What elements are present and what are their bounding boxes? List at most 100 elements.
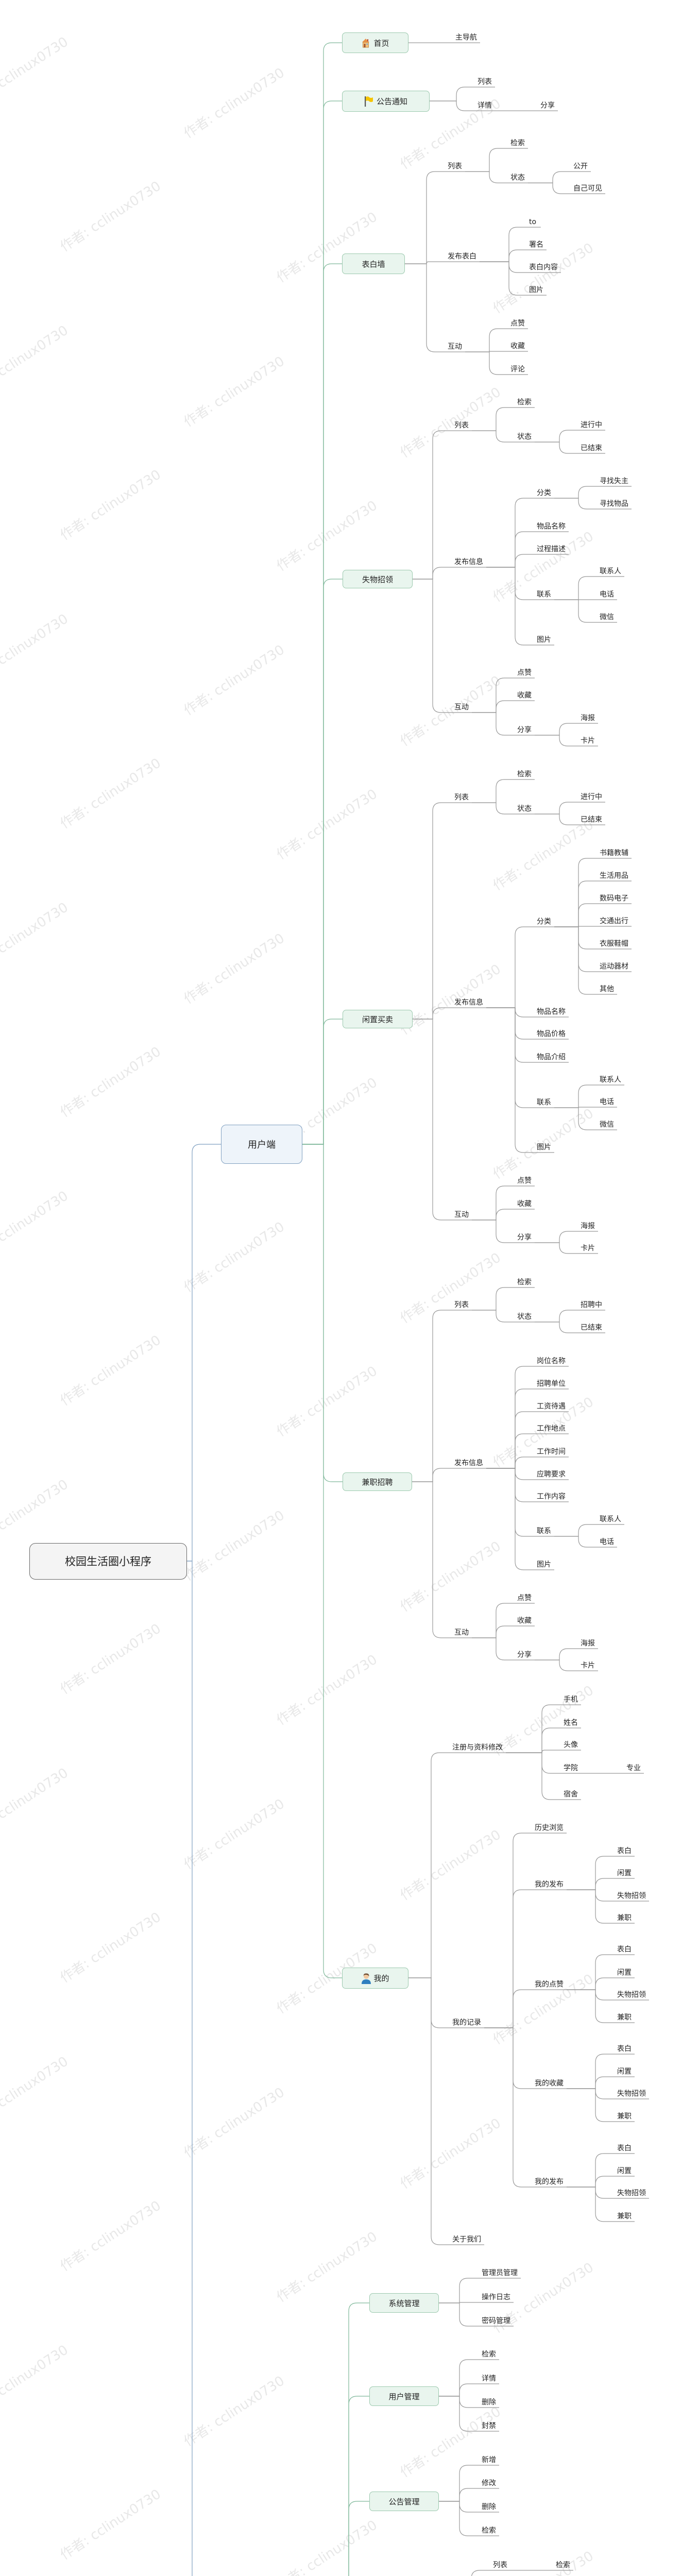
subtopic-mindmap-root-children-0-children-4-children-1[interactable]: 发布信息 — [454, 998, 483, 1007]
subtopic-mindmap-root-children-0-children-5-children-2-children-1[interactable]: 收藏 — [517, 1617, 532, 1625]
subtopic-mindmap-root-children-0-children-4-children-1-children-0-children-0[interactable]: 书籍教辅 — [600, 849, 628, 857]
subtopic-mindmap-root-children-0-children-6-children-1-children-2-children-0[interactable]: 表白 — [617, 1945, 632, 1954]
subtopic-mindmap-root-children-0-children-6-children-0[interactable]: 注册与资料修改 — [452, 1743, 503, 1752]
topic-mindmap-root-children-0-children-0[interactable]: 首页 — [342, 32, 408, 53]
topic-mindmap-root-children-0-children-3[interactable]: 失物招领 — [343, 570, 413, 588]
subtopic-mindmap-root-children-0-children-3-children-2[interactable]: 互动 — [454, 703, 469, 711]
subtopic-mindmap-root-children-0-children-3-children-0-children-1[interactable]: 状态 — [517, 433, 532, 441]
subtopic-mindmap-root-children-0-children-4-children-1-children-4-children-1[interactable]: 电话 — [600, 1098, 614, 1106]
subtopic-mindmap-root-children-0-children-6-children-1-children-4-children-3[interactable]: 兼职 — [617, 2212, 632, 2221]
subtopic-mindmap-root-children-0-children-5-children-2-children-2-children-1[interactable]: 卡片 — [581, 1662, 595, 1670]
subtopic-mindmap-root-children-0-children-4-children-1-children-2[interactable]: 物品价格 — [537, 1030, 566, 1038]
subtopic-mindmap-root-children-0-children-3-children-2-children-2-children-0[interactable]: 海报 — [581, 714, 595, 722]
subtopic-mindmap-root-children-0-children-3-children-0-children-1-children-1[interactable]: 已结束 — [581, 444, 602, 452]
subtopic-mindmap-root-children-0-children-3-children-2-children-0[interactable]: 点赞 — [517, 669, 532, 677]
subtopic-mindmap-root-children-0-children-5-children-1-children-4[interactable]: 工作时间 — [537, 1448, 566, 1456]
subtopic-mindmap-root-children-0-children-5-children-1-children-7[interactable]: 联系 — [537, 1527, 551, 1535]
subtopic-mindmap-root-children-0-children-6-children-0-children-1[interactable]: 姓名 — [564, 1719, 578, 1727]
subtopic-mindmap-root-children-1-children-2-children-1[interactable]: 修改 — [482, 2479, 496, 2487]
subtopic-mindmap-root-children-1-children-1-children-1[interactable]: 详情 — [482, 2375, 496, 2383]
subtopic-mindmap-root-children-0-children-6-children-1-children-4-children-0[interactable]: 表白 — [617, 2144, 632, 2153]
subtopic-mindmap-root-children-0-children-4-children-2-children-0[interactable]: 点赞 — [517, 1177, 532, 1185]
subtopic-mindmap-root-children-0-children-5-children-2-children-2[interactable]: 分享 — [517, 1651, 532, 1659]
subtopic-mindmap-root-children-1-children-1-children-3[interactable]: 封禁 — [482, 2422, 496, 2430]
subtopic-mindmap-root-children-0-children-4-children-1-children-4-children-0[interactable]: 联系人 — [600, 1076, 621, 1084]
subtopic-mindmap-root-children-0-children-5-children-0[interactable]: 列表 — [454, 1301, 469, 1309]
subtopic-mindmap-root-children-0-children-6-children-1-children-1[interactable]: 我的发布 — [535, 1880, 564, 1889]
subtopic-mindmap-root-children-0-children-4-children-0-children-1-children-0[interactable]: 进行中 — [581, 793, 602, 801]
subtopic-mindmap-root-children-0-children-2-children-2[interactable]: 互动 — [448, 343, 462, 351]
subtopic-mindmap-root-children-0-children-4-children-0-children-1-children-1[interactable]: 已结束 — [581, 816, 602, 824]
subtopic-mindmap-root-children-0-children-5-children-1-children-5[interactable]: 应聘要求 — [537, 1470, 566, 1479]
subtopic-mindmap-root-children-1-children-1-children-2[interactable]: 删除 — [482, 2398, 496, 2406]
subtopic-mindmap-root-children-0-children-3-children-1-children-3-children-1[interactable]: 电话 — [600, 590, 614, 599]
topic-mindmap-root-children-0[interactable]: 用户端 — [221, 1125, 302, 1164]
subtopic-mindmap-root-children-0-children-3-children-1-children-0-children-0[interactable]: 寻找失主 — [600, 477, 628, 485]
subtopic-mindmap-root-children-0-children-6-children-1-children-2[interactable]: 我的点赞 — [535, 1980, 564, 1989]
subtopic-mindmap-root-children-0-children-2-children-2-children-2[interactable]: 评论 — [510, 365, 525, 374]
subtopic-mindmap-root-children-0-children-3-children-0-children-1-children-0[interactable]: 进行中 — [581, 421, 602, 429]
subtopic-mindmap-root-children-0-children-6-children-1-children-2-children-3[interactable]: 兼职 — [617, 2013, 632, 2022]
subtopic-mindmap-root-children-0-children-3-children-1-children-4[interactable]: 图片 — [537, 636, 551, 644]
subtopic-mindmap-root-children-0-children-6-children-2[interactable]: 关于我们 — [452, 2235, 481, 2244]
subtopic-mindmap-root-children-0-children-4-children-1-children-0-children-2[interactable]: 数码电子 — [600, 894, 628, 903]
subtopic-mindmap-root-children-0-children-4-children-1-children-4[interactable]: 联系 — [537, 1098, 551, 1107]
subtopic-mindmap-root-children-0-children-4-children-0-children-0[interactable]: 检索 — [517, 770, 532, 778]
subtopic-mindmap-root-children-0-children-4-children-0-children-1[interactable]: 状态 — [517, 805, 532, 813]
topic-mindmap-root-children-0-children-1[interactable]: 公告通知 — [342, 90, 430, 112]
subtopic-mindmap-root-children-0-children-6-children-1-children-1-children-0[interactable]: 表白 — [617, 1847, 632, 1855]
topic-mindmap-root-children-0-children-4[interactable]: 闲置买卖 — [343, 1010, 413, 1028]
subtopic-mindmap-root-children-0-children-5-children-0-children-1-children-1[interactable]: 已结束 — [581, 1324, 602, 1332]
subtopic-mindmap-root-children-0-children-6-children-1-children-1-children-2[interactable]: 失物招领 — [617, 1892, 646, 1900]
subtopic-mindmap-root-children-0-children-4-children-2-children-1[interactable]: 收藏 — [517, 1200, 532, 1208]
subtopic-mindmap-root-children-0-children-5-children-2-children-2-children-0[interactable]: 海报 — [581, 1639, 595, 1648]
subtopic-mindmap-root-children-0-children-3-children-2-children-2-children-1[interactable]: 卡片 — [581, 737, 595, 745]
subtopic-mindmap-root-children-1-children-2-children-3[interactable]: 检索 — [482, 2527, 496, 2535]
subtopic-mindmap-root-children-0-children-5-children-1-children-0[interactable]: 岗位名称 — [537, 1357, 566, 1365]
subtopic-mindmap-root-children-0-children-6-children-1-children-2-children-2[interactable]: 失物招领 — [617, 1991, 646, 1999]
subtopic-mindmap-root-children-0-children-3-children-1-children-0[interactable]: 分类 — [537, 489, 551, 497]
subtopic-mindmap-root-children-0-children-5-children-0-children-1-children-0[interactable]: 招聘中 — [581, 1301, 602, 1309]
subtopic-mindmap-root-children-0-children-3-children-1-children-1[interactable]: 物品名称 — [537, 522, 566, 531]
subtopic-mindmap-root-children-0-children-6-children-1-children-1-children-3[interactable]: 兼职 — [617, 1914, 632, 1922]
subtopic-mindmap-root-children-0-children-4-children-1-children-5[interactable]: 图片 — [537, 1143, 551, 1151]
subtopic-mindmap-root-children-0-children-4-children-2-children-2-children-0[interactable]: 海报 — [581, 1222, 595, 1230]
subtopic-mindmap-root-children-0-children-6-children-1-children-3-children-3[interactable]: 兼职 — [617, 2112, 632, 2121]
topic-mindmap-root-children-0-children-6[interactable]: 我的 — [342, 1967, 408, 1989]
subtopic-mindmap-root-children-0-children-4-children-2-children-2-children-1[interactable]: 卡片 — [581, 1244, 595, 1252]
subtopic-mindmap-root-children-0-children-2-children-0[interactable]: 列表 — [448, 162, 462, 171]
subtopic-mindmap-root-children-1-children-3-children-0[interactable]: 列表 — [493, 2561, 507, 2569]
topic-mindmap-root-children-0-children-2[interactable]: 表白墙 — [342, 253, 405, 274]
subtopic-mindmap-root-children-0-children-4-children-1-children-0[interactable]: 分类 — [537, 918, 551, 926]
subtopic-mindmap-root-children-0-children-5-children-0-children-1[interactable]: 状态 — [517, 1313, 532, 1321]
subtopic-mindmap-root-children-0-children-5-children-0-children-0[interactable]: 检索 — [517, 1278, 532, 1286]
topic-mindmap-root-children-0-children-5[interactable]: 兼职招聘 — [343, 1472, 412, 1491]
subtopic-mindmap-root-children-1-children-3-children-0-children-0[interactable]: 检索 — [556, 2561, 570, 2569]
subtopic-mindmap-root-children-0-children-3-children-2-children-1[interactable]: 收藏 — [517, 691, 532, 700]
subtopic-mindmap-root-children-0-children-6-children-1-children-3-children-2[interactable]: 失物招领 — [617, 2090, 646, 2098]
subtopic-mindmap-root-children-0-children-5-children-1-children-7-children-1[interactable]: 电话 — [600, 1538, 614, 1546]
subtopic-mindmap-root-children-0-children-4-children-0[interactable]: 列表 — [454, 793, 469, 802]
subtopic-mindmap-root-children-0-children-5-children-1[interactable]: 发布信息 — [454, 1459, 483, 1467]
subtopic-mindmap-root-children-0-children-5-children-1-children-3[interactable]: 工作地点 — [537, 1425, 566, 1433]
subtopic-mindmap-root-children-0-children-2-children-1-children-1[interactable]: 署名 — [529, 241, 543, 249]
subtopic-mindmap-root-children-1-children-1-children-0[interactable]: 检索 — [482, 2350, 496, 2359]
subtopic-mindmap-root-children-0-children-2-children-0-children-1-children-1[interactable]: 自己可见 — [573, 184, 602, 193]
subtopic-mindmap-root-children-0-children-6-children-1-children-3-children-0[interactable]: 表白 — [617, 2045, 632, 2053]
subtopic-mindmap-root-children-0-children-2-children-0-children-0[interactable]: 检索 — [510, 139, 525, 147]
subtopic-mindmap-root-children-1-children-2-children-0[interactable]: 新增 — [482, 2456, 496, 2464]
subtopic-mindmap-root-children-0-children-3-children-0[interactable]: 列表 — [454, 421, 469, 430]
subtopic-mindmap-root-children-0-children-3-children-1-children-2[interactable]: 过程描述 — [537, 545, 566, 553]
subtopic-mindmap-root-children-0-children-5-children-1-children-6[interactable]: 工作内容 — [537, 1493, 566, 1501]
subtopic-mindmap-root-children-0-children-4-children-2-children-2[interactable]: 分享 — [517, 1233, 532, 1242]
subtopic-mindmap-root-children-0-children-4-children-2[interactable]: 互动 — [454, 1211, 469, 1219]
topic-mindmap-root-children-1-children-1[interactable]: 用户管理 — [369, 2386, 439, 2406]
subtopic-mindmap-root-children-0-children-6-children-0-children-0[interactable]: 手机 — [564, 1696, 578, 1704]
subtopic-mindmap-root-children-0-children-2-children-1[interactable]: 发布表白 — [448, 252, 476, 261]
subtopic-mindmap-root-children-0-children-6-children-1-children-0[interactable]: 历史浏览 — [535, 1824, 564, 1832]
subtopic-mindmap-root-children-0-children-4-children-1-children-0-children-5[interactable]: 运动器材 — [600, 962, 628, 971]
subtopic-mindmap-root-children-0-children-2-children-1-children-3[interactable]: 图片 — [529, 286, 543, 294]
subtopic-mindmap-root-children-0-children-1-children-1-children-0[interactable]: 分享 — [540, 101, 555, 110]
subtopic-mindmap-root-children-0-children-6-children-1-children-4-children-1[interactable]: 闲置 — [617, 2167, 632, 2175]
root-topic[interactable]: 校园生活圈小程序 — [29, 1543, 187, 1580]
